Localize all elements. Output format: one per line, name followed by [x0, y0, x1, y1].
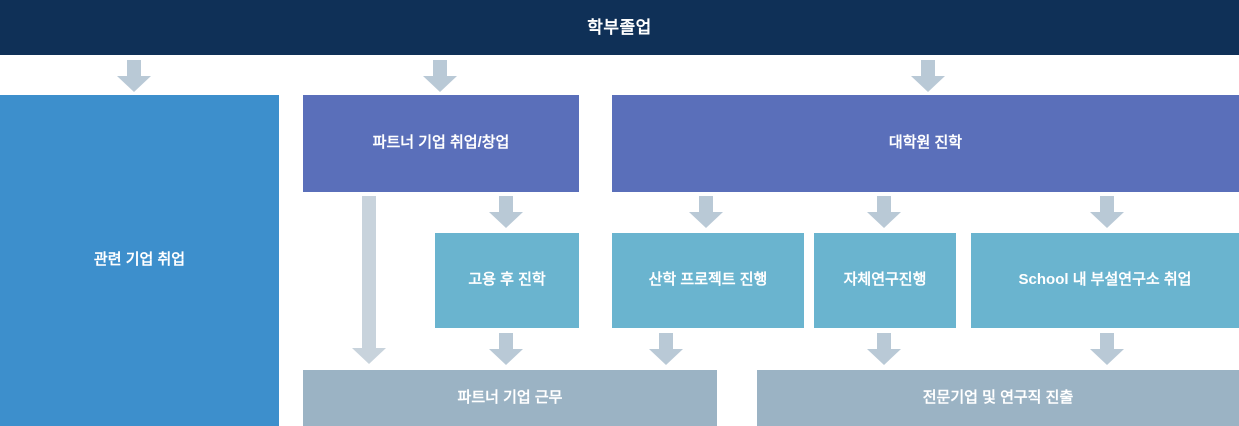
diagram-title: 학부졸업	[0, 0, 1239, 55]
box-employ-then-study-label: 고용 후 진학	[468, 271, 546, 289]
box-school-institute: School 내 부설연구소 취업	[971, 233, 1239, 328]
arrow-down-to-left-track	[117, 60, 151, 92]
box-industry-project-label: 산학 프로젝트 진행	[648, 271, 768, 289]
arrow-down-to-industry-project	[689, 196, 723, 228]
arrow-down-employ-then-study-to-partner-work	[489, 333, 523, 365]
box-left-track: 관련 기업 취업	[0, 95, 279, 426]
box-employ-then-study: 고용 후 진학	[435, 233, 579, 328]
arrow-down-to-school-institute	[1090, 196, 1124, 228]
box-partner-work-label: 파트너 기업 근무	[457, 388, 563, 406]
box-partner-employment: 파트너 기업 취업/창업	[303, 95, 579, 192]
box-school-institute-label: School 내 부설연구소 취업	[1018, 271, 1192, 289]
box-partner-work: 파트너 기업 근무	[303, 370, 717, 426]
box-own-research: 자체연구진행	[814, 233, 956, 328]
arrow-down-own-research-to-specialized	[867, 333, 901, 365]
box-grad-school-label: 대학원 진학	[888, 134, 963, 152]
box-grad-school: 대학원 진학	[612, 95, 1239, 192]
box-own-research-label: 자체연구진행	[843, 271, 927, 289]
arrow-down-to-partner-employment	[423, 60, 457, 92]
diagram-title-label: 학부졸업	[587, 17, 652, 37]
arrow-down-school-institute-to-specialized	[1090, 333, 1124, 365]
arrow-down-to-own-research	[867, 196, 901, 228]
box-industry-project: 산학 프로젝트 진행	[612, 233, 804, 328]
box-specialized-career: 전문기업 및 연구직 진출	[757, 370, 1239, 426]
box-specialized-career-label: 전문기업 및 연구직 진출	[922, 388, 1074, 406]
arrow-long-partner-to-work	[352, 196, 386, 364]
arrow-down-to-grad-school	[911, 60, 945, 92]
box-left-track-label: 관련 기업 취업	[93, 251, 186, 269]
arrow-down-industry-project-to-specialized	[649, 333, 683, 365]
arrow-down-to-employ-then-study	[489, 196, 523, 228]
box-partner-employment-label: 파트너 기업 취업/창업	[372, 134, 510, 152]
